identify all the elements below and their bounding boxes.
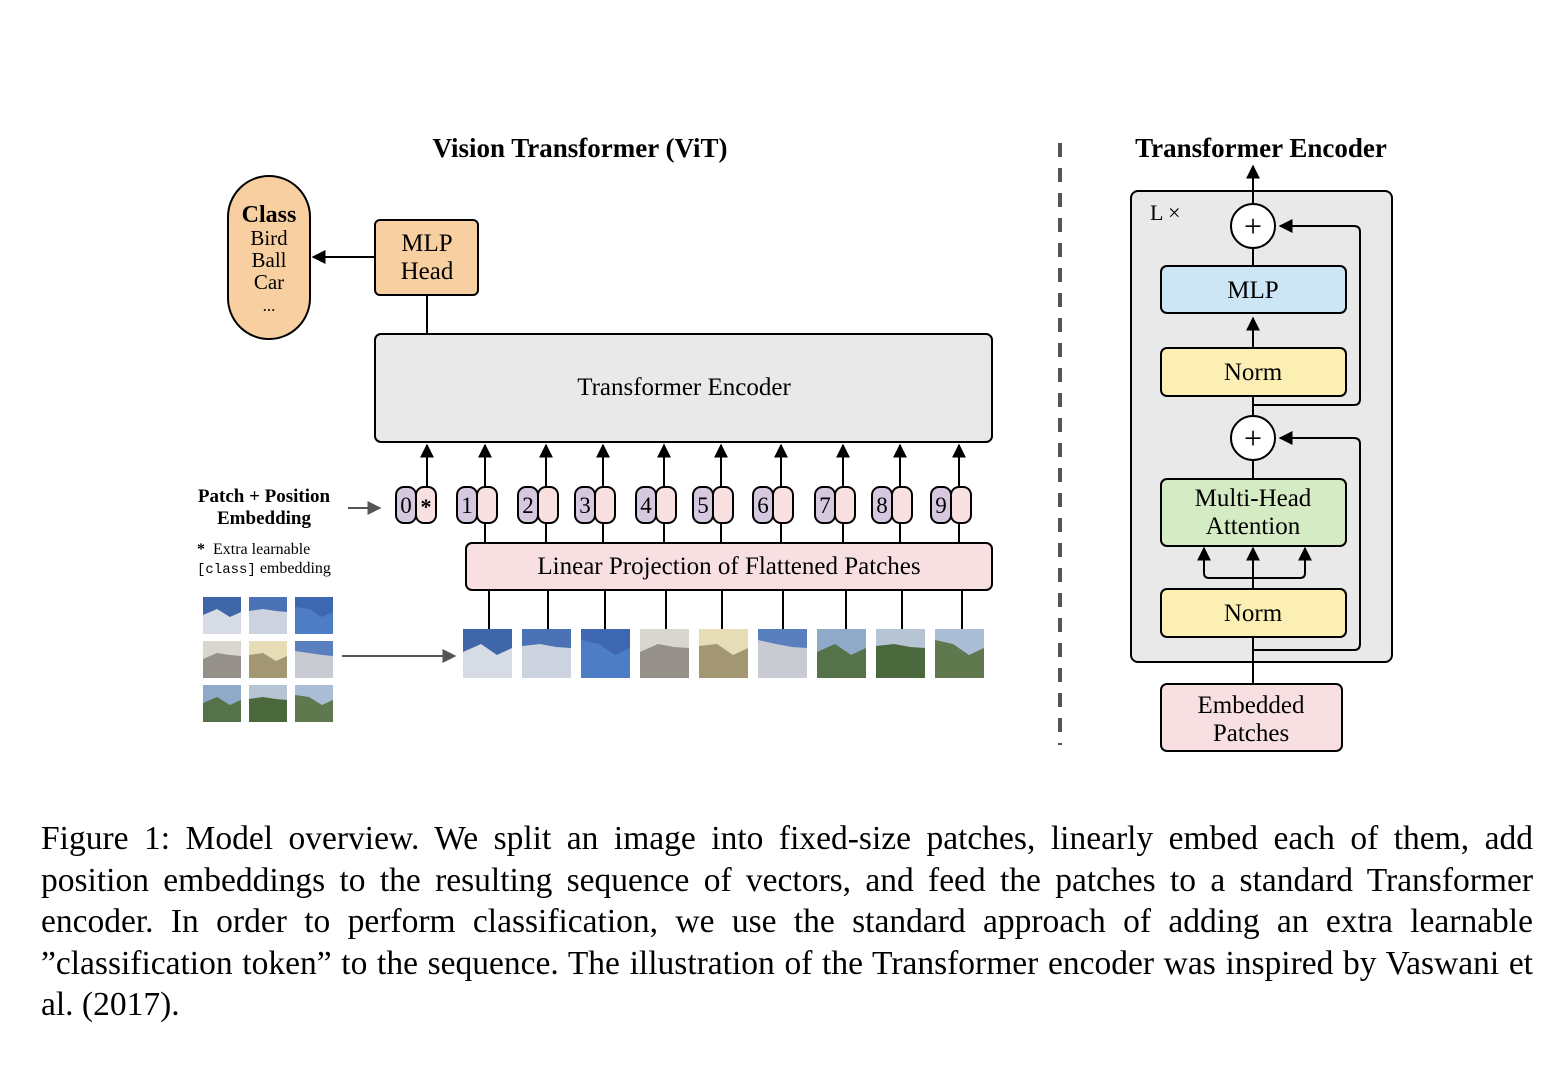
image-patch: [522, 629, 571, 678]
class-item: Car: [254, 270, 284, 294]
position-index: 1: [461, 493, 473, 518]
token-pair: 1: [456, 486, 498, 524]
encoder-norm-lower: Norm: [1160, 588, 1347, 638]
input-image-grid: [203, 597, 333, 722]
figure-caption: Figure 1: Model overview. We split an im…: [41, 820, 1533, 1023]
input-image-tile: [295, 641, 333, 678]
embedded-patches-label: Embedded: [1198, 692, 1305, 719]
embedding-label: Patch + Position: [198, 486, 331, 507]
patch-embedding: [537, 486, 559, 524]
qkv-branch-left: [1197, 546, 1253, 579]
encoder-norm-upper: Norm: [1160, 347, 1347, 397]
input-image-tile: [203, 597, 241, 634]
position-index: 9: [935, 493, 947, 518]
plus-symbol: +: [1244, 420, 1262, 456]
image-patch: [463, 629, 512, 678]
token-pair: 5: [692, 486, 734, 524]
position-index: 3: [579, 493, 591, 518]
token-pair: 7: [814, 486, 856, 524]
position-index: 8: [876, 493, 888, 518]
transformer-encoder-box: Transformer Encoder: [374, 333, 993, 443]
token-pair: 9: [930, 486, 972, 524]
patch-embedding: [891, 486, 913, 524]
input-image-tile: [295, 685, 333, 722]
position-index: 6: [757, 493, 769, 518]
patch-embedding: [476, 486, 498, 524]
embedded-patches-box: Embedded Patches: [1160, 683, 1343, 752]
embedded-patches-label: Patches: [1213, 720, 1289, 747]
attention-label: Attention: [1206, 513, 1301, 540]
position-index: 0: [400, 493, 412, 518]
image-patch: [758, 629, 807, 678]
linear-projection-box: Linear Projection of Flattened Patches: [465, 542, 993, 591]
repeat-label: L ×: [1150, 200, 1181, 225]
extra-note-star: *: [197, 541, 205, 558]
mlp-head-box: MLP Head: [374, 219, 479, 296]
patch-embedding: [655, 486, 677, 524]
residual-connection-lower: [1253, 431, 1361, 651]
input-image-tile: [295, 597, 333, 634]
embedding-label: Embedding: [217, 508, 311, 529]
token-pair: 6: [752, 486, 794, 524]
token-pair: 8: [871, 486, 913, 524]
token-pair: 0*: [395, 486, 437, 524]
extra-note-line1: Extra learnable: [213, 541, 310, 558]
input-image-tile: [249, 597, 287, 634]
position-index: 2: [522, 493, 534, 518]
vit-diagram: Vision Transformer (ViT) Class Bird Ball…: [197, 133, 1393, 752]
input-image-tile: [203, 685, 241, 722]
class-item: ...: [263, 296, 276, 315]
encoder-mlp-box: MLP: [1160, 265, 1347, 314]
patch-embedding: [594, 486, 616, 524]
input-image-tile: [249, 685, 287, 722]
encoder-detail-title: Transformer Encoder: [1135, 133, 1387, 163]
image-patch: [876, 629, 925, 678]
mlp-head-label: Head: [401, 258, 454, 285]
input-image-tile: [249, 641, 287, 678]
attention-label: Multi-Head: [1195, 485, 1312, 512]
image-patch: [581, 629, 630, 678]
class-output-box: Class Bird Ball Car ...: [227, 175, 311, 340]
residual-connection-upper: [1253, 219, 1361, 406]
class-heading: Class: [242, 202, 297, 228]
norm-label: Norm: [1224, 359, 1283, 386]
flattened-patch-row: [463, 590, 984, 678]
image-patch: [640, 629, 689, 678]
encoder-mlp-label: MLP: [1227, 277, 1278, 304]
patch-embedding: [772, 486, 794, 524]
qkv-branch-right: [1253, 546, 1312, 579]
linear-projection-label: Linear Projection of Flattened Patches: [537, 553, 920, 580]
class-item: Ball: [252, 248, 287, 272]
extra-note: * Extra learnable: [197, 541, 310, 558]
patch-embedding: [950, 486, 972, 524]
token-pair: 3: [574, 486, 616, 524]
input-image-tile: [203, 641, 241, 678]
mlp-head-label: MLP: [401, 230, 452, 257]
patch-embedding: [834, 486, 856, 524]
position-index: 5: [697, 493, 709, 518]
token-pair: 2: [517, 486, 559, 524]
residual-add-upper: +: [1230, 203, 1276, 249]
residual-add-lower: +: [1230, 415, 1276, 461]
plus-symbol: +: [1244, 208, 1262, 244]
image-patch: [699, 629, 748, 678]
multi-head-attention-box: Multi-Head Attention: [1160, 478, 1347, 547]
class-item: Bird: [250, 226, 288, 250]
patch-embedding: [712, 486, 734, 524]
position-index: 7: [819, 493, 831, 518]
token-pair: 4: [635, 486, 677, 524]
class-token-symbol: *: [421, 494, 432, 519]
position-index: 4: [640, 493, 652, 518]
extra-note-line2: [class] embedding: [197, 560, 331, 578]
norm-label: Norm: [1224, 600, 1283, 627]
image-patch: [935, 629, 984, 678]
vit-title: Vision Transformer (ViT): [433, 133, 728, 163]
image-patch: [817, 629, 866, 678]
transformer-encoder-label: Transformer Encoder: [577, 374, 791, 401]
extra-note-rest: embedding: [260, 560, 331, 577]
extra-note-code: [class]: [197, 562, 256, 578]
